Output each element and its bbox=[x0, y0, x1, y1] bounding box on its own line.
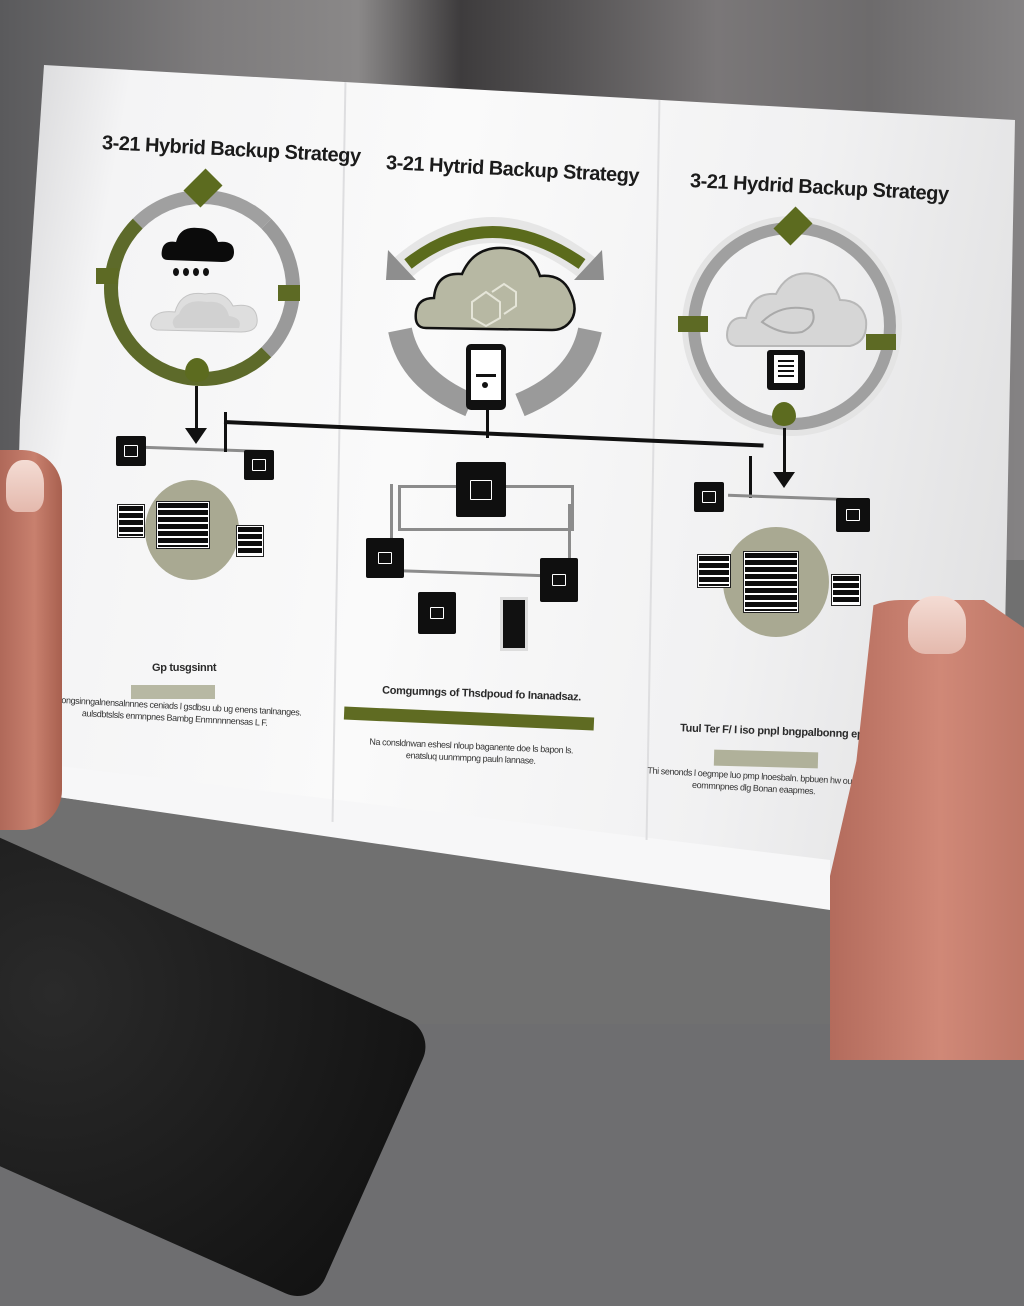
highlight-bar bbox=[131, 685, 215, 699]
server-rack-icon bbox=[237, 526, 263, 556]
cloud-storage-icon bbox=[414, 246, 576, 332]
down-arrow-icon bbox=[773, 472, 795, 488]
network-node-icon bbox=[244, 450, 274, 480]
connector-line bbox=[783, 428, 786, 473]
drive-icon bbox=[500, 597, 528, 651]
network-node-icon bbox=[694, 482, 724, 512]
left-thumbnail bbox=[6, 460, 44, 512]
tag-marker-right bbox=[866, 334, 896, 350]
document-device-icon bbox=[767, 350, 805, 390]
connector-line bbox=[390, 484, 393, 539]
tag-marker-left bbox=[678, 316, 708, 332]
cloud-storage-icon bbox=[726, 272, 868, 347]
network-node-icon bbox=[836, 498, 870, 532]
server-rack-icon bbox=[118, 505, 144, 537]
down-arrow-icon bbox=[185, 428, 207, 444]
left-hand bbox=[0, 450, 62, 830]
overlapping-clouds-icon bbox=[150, 292, 258, 333]
connector-line bbox=[568, 504, 571, 559]
server-rack-icon bbox=[698, 555, 730, 587]
rain-cloud-icon bbox=[161, 227, 234, 276]
server-rack-icon bbox=[157, 502, 209, 548]
tag-marker-right bbox=[278, 285, 300, 301]
server-rack-icon bbox=[832, 575, 860, 605]
tag-marker-left bbox=[96, 268, 118, 284]
network-node-icon bbox=[540, 558, 578, 602]
server-rack-icon bbox=[744, 552, 798, 612]
connector-line bbox=[749, 456, 752, 498]
network-node-icon bbox=[456, 462, 506, 517]
right-thumbnail bbox=[908, 596, 966, 654]
network-node-icon bbox=[366, 538, 404, 578]
connector-line bbox=[224, 412, 227, 452]
connector-line bbox=[195, 386, 198, 430]
drop-marker-icon bbox=[185, 358, 209, 382]
network-node-icon bbox=[418, 592, 456, 634]
mobile-device-icon bbox=[466, 344, 506, 410]
highlight-bar bbox=[713, 749, 819, 769]
drop-marker-icon bbox=[772, 402, 796, 426]
connector-line bbox=[486, 408, 489, 438]
panel-caption: Gp tusgsinnt bbox=[152, 662, 217, 674]
network-node-icon bbox=[116, 436, 146, 466]
sync-arrows-icon bbox=[386, 217, 604, 417]
